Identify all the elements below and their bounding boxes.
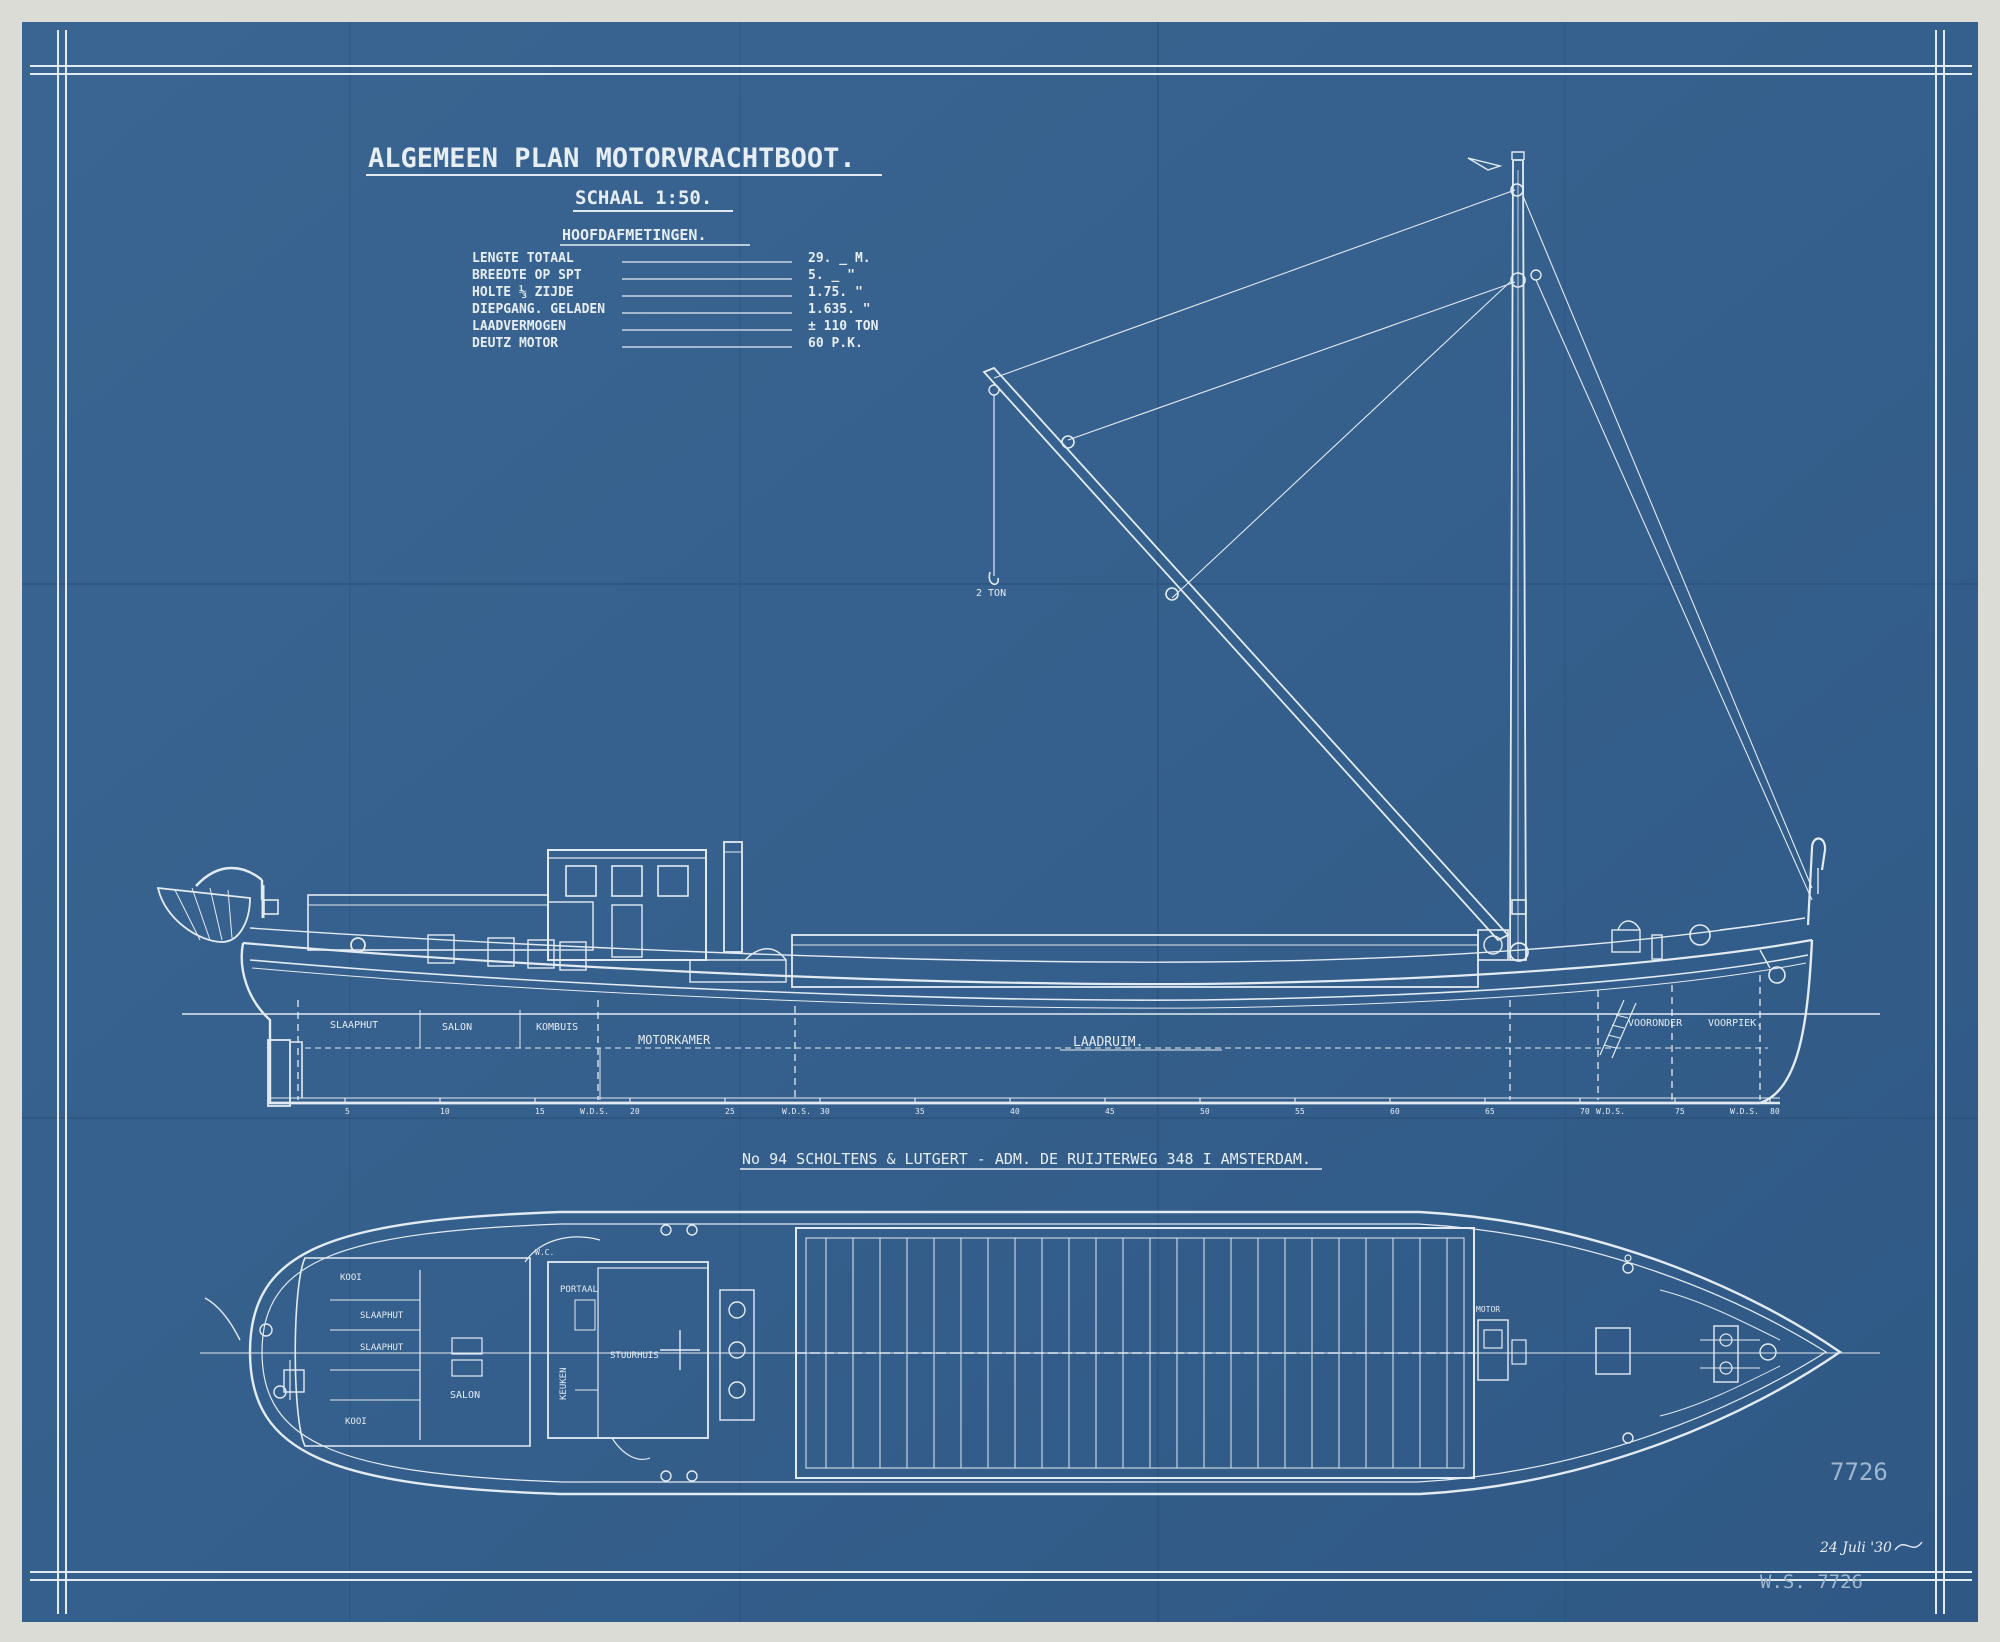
frame-number: 30 [820,1107,830,1116]
bulkhead-labels: W.D.S. W.D.S. W.D.S. W.D.S. [580,1107,1759,1116]
frame-number: 50 [1200,1107,1210,1116]
plan-label-motor: MOTOR [1476,1305,1500,1314]
plan-companion-hatch [1595,1327,1631,1375]
plan-skylight [451,1337,483,1355]
dimensions-table: LENGTE TOTAAL 29. _ M. BREEDTE OP SPT 5. _ … [472,251,879,351]
signature-mark [1894,1541,1923,1551]
exhaust-stack [723,841,743,953]
dimension-value: 29. _ M. [808,251,871,266]
dimension-label: HOLTE ⅓ ZIJDE [472,285,574,300]
fold-lines [22,22,1978,1622]
dimension-value: 5. _ " [808,268,855,283]
frame-number: 45 [1105,1107,1115,1116]
frame-number: 10 [440,1107,450,1116]
bulkhead-label-4: W.D.S. [1730,1107,1759,1116]
plan-label-wc: W.C. [535,1248,554,1257]
drawing-title: ALGEMEEN PLAN MOTORVRACHTBOOT. [368,143,856,174]
plan-engine-hatch [719,1289,755,1421]
frame-number: 40 [1010,1107,1020,1116]
frame-number: 35 [915,1107,925,1116]
title-block: ALGEMEEN PLAN MOTORVRACHTBOOT. SCHAAL 1:… [366,143,882,351]
side-elevation: 2 TON [156,151,1880,1107]
frame-number: 65 [1485,1107,1495,1116]
plan-windlass [1713,1325,1739,1383]
dimension-label: BREEDTE OP SPT [472,268,582,283]
bulkhead-label-3: W.D.S. [1596,1107,1625,1116]
plan-mast-step [1477,1319,1509,1381]
archive-number: 7726 [1830,1458,1888,1486]
compartment-labels: SLAAPHUT SALON KOMBUIS MOTORKAMER LAADRU… [330,1018,1762,1051]
bulkhead-label-1: W.D.S. [580,1107,609,1116]
deck-sheer [242,938,1813,986]
plan-view [200,1210,1880,1496]
hull-outline [240,939,1814,1105]
dimension-value: 1.75. " [808,285,863,300]
frame-number: 15 [535,1107,545,1116]
dimension-label: DIEPGANG. GELADEN [472,302,605,317]
plan-aft-cabin [294,1257,531,1447]
dimension-value: 60 P.K. [808,336,863,351]
cargo-winch [1477,929,1509,961]
plan-label-kooi-bottom: KOOI [345,1417,367,1427]
rudder [267,1039,291,1107]
label-kombuis: KOMBUIS [536,1022,578,1033]
signature-date: 24 Juli '30 [1819,1540,1892,1556]
dimension-label: LAADVERMOGEN [472,319,566,334]
frame-number: 75 [1675,1107,1685,1116]
frame-number: 25 [725,1107,735,1116]
plan-label-portaal: PORTAAL [560,1285,598,1295]
bulkhead-label-2: W.D.S. [782,1107,811,1116]
hawse-pipe [1768,966,1786,984]
blueprint-paper [22,22,1978,1622]
catalog-number: W.S. 7726 [1760,1571,1863,1593]
builder-line: No 94 SCHOLTENS & LUTGERT - ADM. DE RUIJ… [742,1150,1311,1168]
mast [1509,159,1527,961]
drawing-border [30,30,1972,1614]
drawing-scale: SCHAAL 1:50. [575,187,712,209]
plan-label-salon: SALON [450,1390,480,1401]
plan-labels: KOOI SLAAPHUT SLAAPHUT KOOI SALON PORTAA… [340,1248,1500,1427]
hold-hatch [791,934,1479,988]
bow-post [1806,837,1827,926]
label-laadruim: LAADRUIM. [1073,1035,1143,1050]
frame-numbers: 5 10 15 20 25 30 35 40 45 50 55 60 65 70 75 80 [345,1107,1780,1116]
plan-label-stuurhuis: STUURHUIS [610,1351,659,1361]
dimension-value: ± 110 TON [808,319,879,334]
plan-label-keuken: KEUKEN [559,1367,569,1400]
plan-label-slaaphut-2: SLAAPHUT [360,1343,404,1353]
label-motorkamer: MOTORKAMER [638,1033,711,1047]
plan-hull-outline [248,1210,1843,1496]
stern-davit [195,866,263,887]
wheelhouse [547,849,707,961]
stern-lifeboat [156,886,251,943]
mast-pennant [1467,157,1503,171]
cargo-hook [988,571,999,585]
steering-gear [283,1369,305,1393]
dimension-label: DEUTZ MOTOR [472,336,558,351]
dimension-label: LENGTE TOTAAL [472,251,574,266]
frame-number: 5 [345,1107,350,1116]
dimension-value: 1.635. " [808,302,871,317]
label-slaaphut: SLAAPHUT [330,1020,378,1031]
hook-capacity-label: 2 TON [976,588,1006,599]
plan-label-slaaphut-1: SLAAPHUT [360,1311,404,1321]
frame-number: 20 [630,1107,640,1116]
label-vooronder: VOORONDER [1628,1018,1683,1029]
plan-label-kooi-top: KOOI [340,1273,362,1283]
label-salon: SALON [442,1022,472,1033]
frame-number: 55 [1295,1107,1305,1116]
frame-number: 60 [1390,1107,1400,1116]
frame-number: 80 [1770,1107,1780,1116]
label-voorpiek: VOORPIEK. [1708,1018,1762,1029]
anchor-windlass [1689,924,1711,946]
frame-number: 70 [1580,1107,1590,1116]
dimensions-heading: HOOFDAFMETINGEN. [562,226,707,244]
